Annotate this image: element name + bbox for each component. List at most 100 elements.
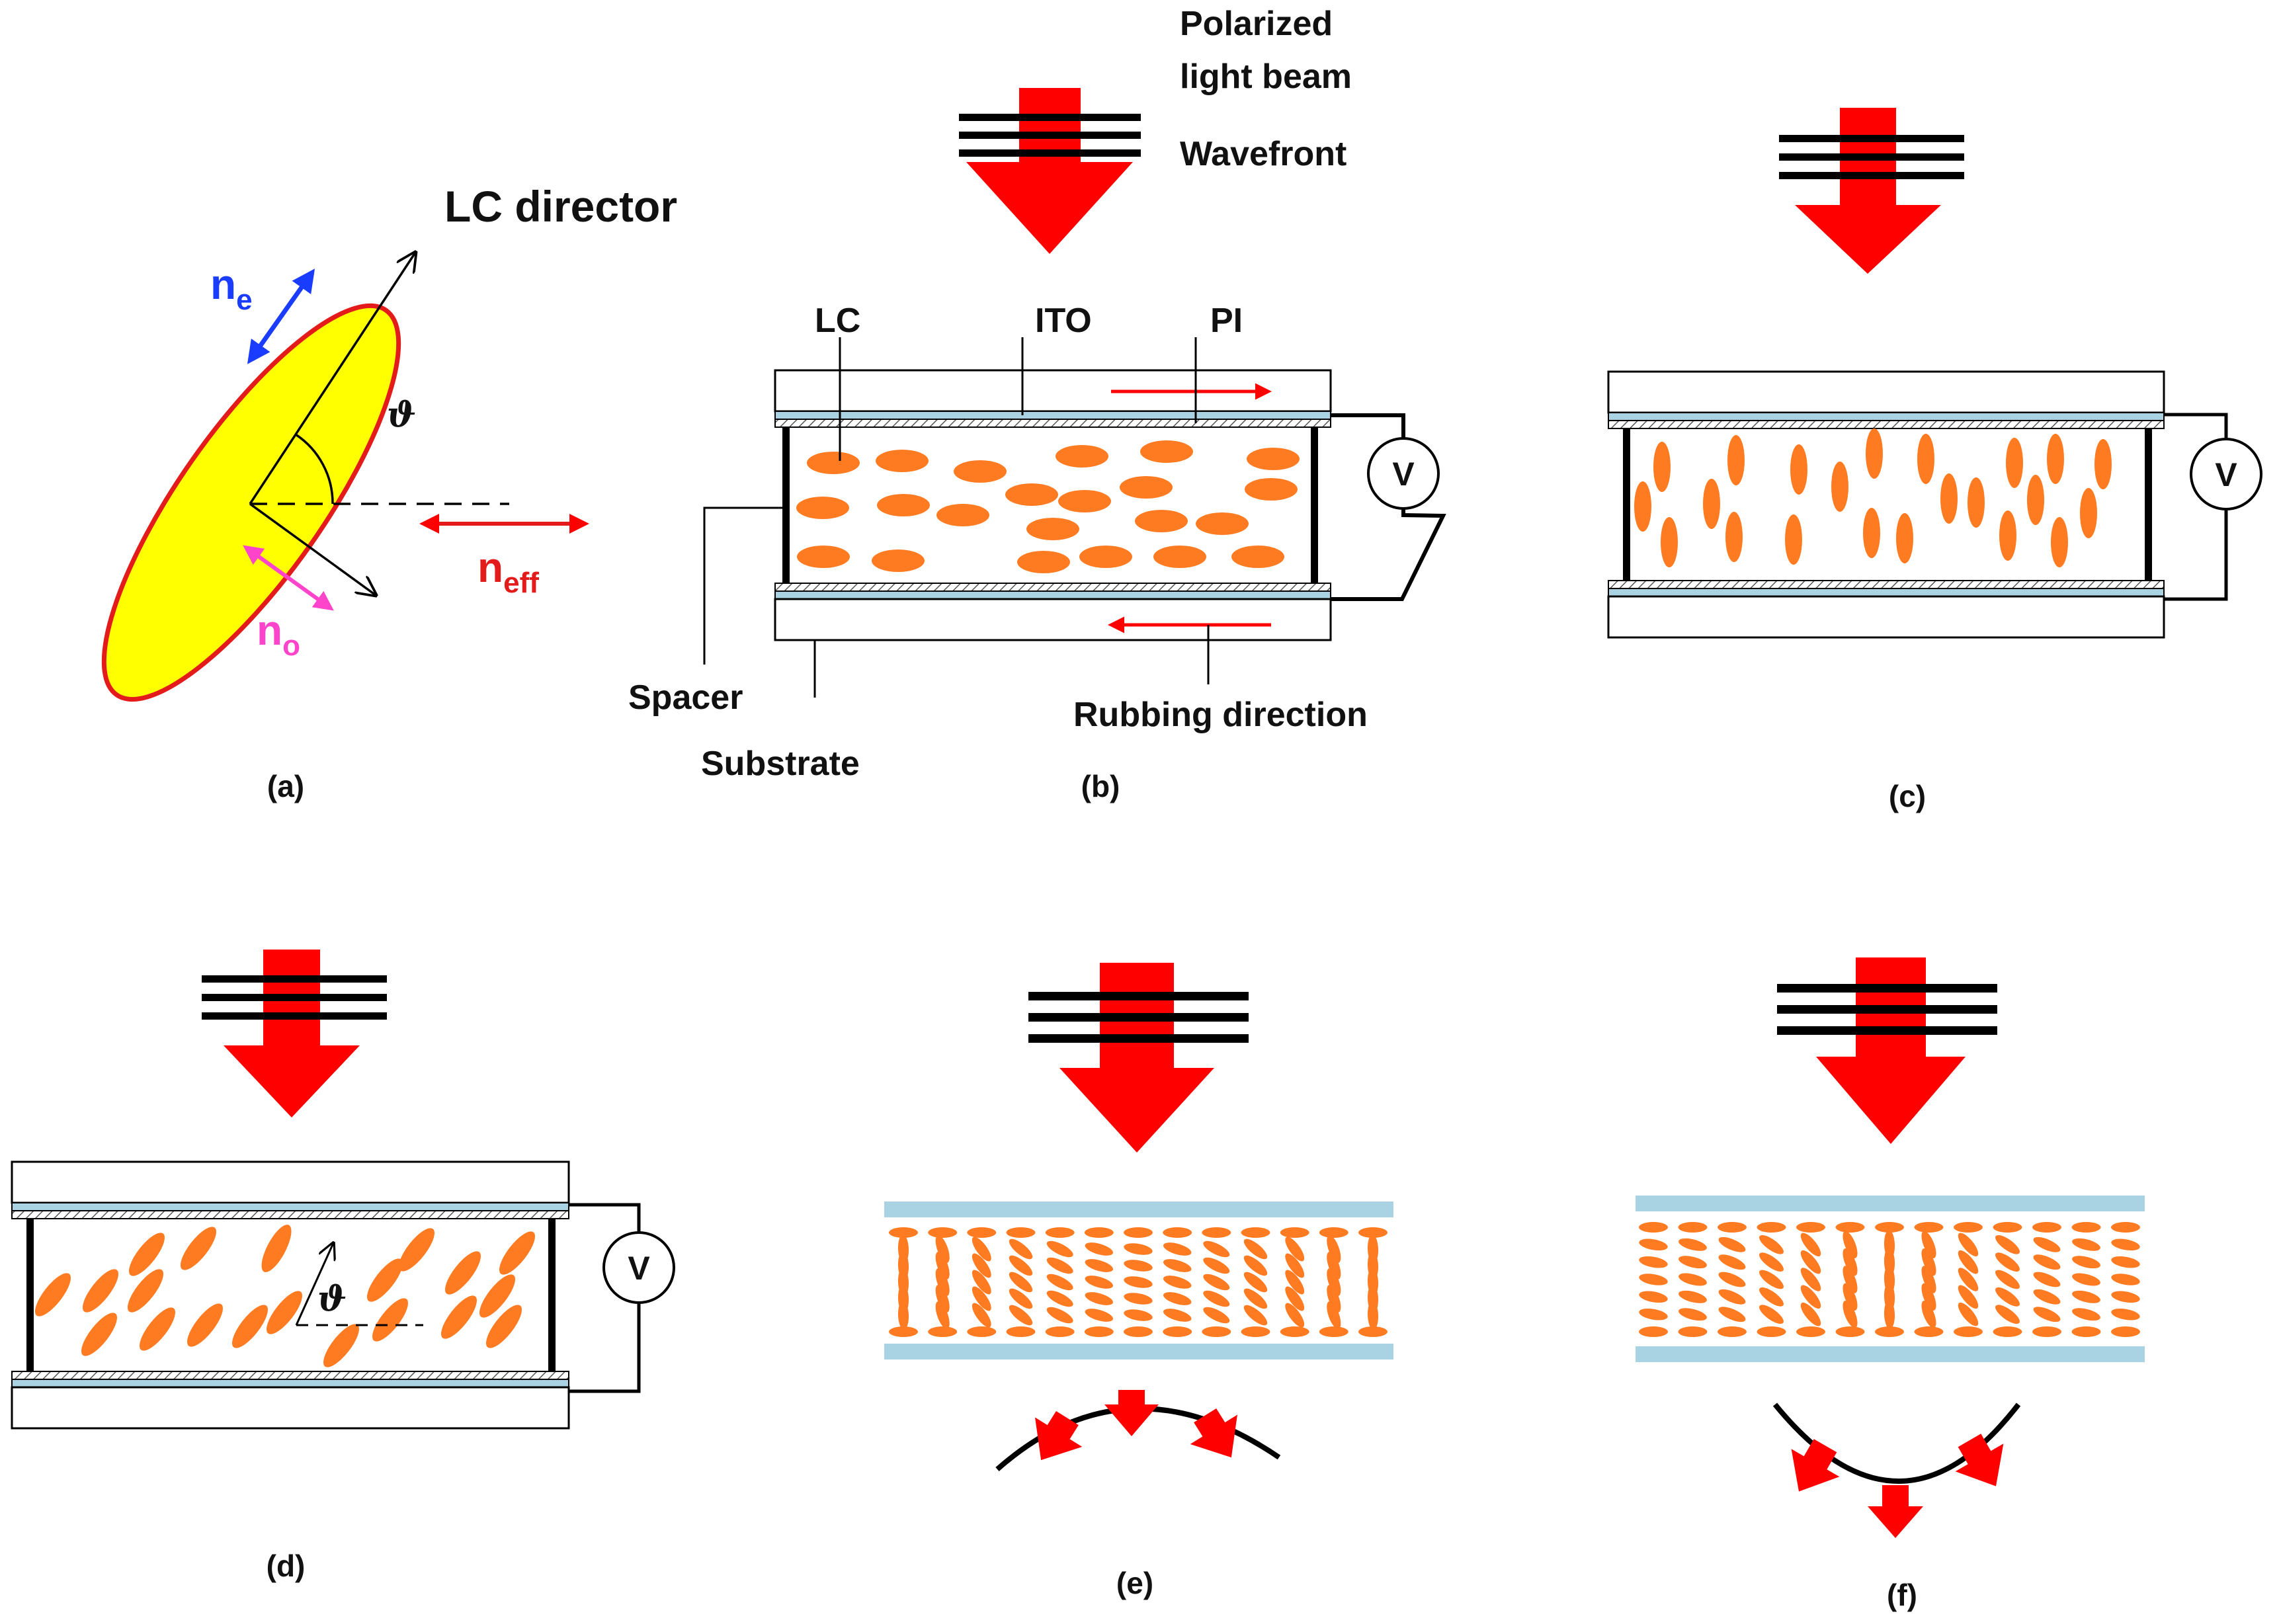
light-beam-arrow-icon: [1795, 108, 1941, 274]
lc-molecule: [1243, 1238, 1268, 1260]
lc-molecule: [1678, 1222, 1708, 1233]
lc-molecule: [1009, 1238, 1033, 1260]
lc-molecule: [1958, 1302, 1979, 1326]
lc-molecule: [1285, 1286, 1305, 1311]
lc-molecule: [1202, 1227, 1231, 1238]
lc-molecule: [1759, 1305, 1784, 1324]
lc-molecule: [1006, 1227, 1036, 1238]
lc-molecule: [1835, 1222, 1865, 1233]
lc-label: LC: [815, 302, 860, 340]
lc-molecule: [1046, 1307, 1073, 1324]
lc-molecule: [1241, 1326, 1270, 1337]
lc-molecule: [1639, 1274, 1668, 1285]
lc-molecule: [2111, 1291, 2140, 1303]
lc-molecule: [1241, 1227, 1270, 1238]
lc-molecule: [1759, 1235, 1784, 1254]
lc-molecule: [1046, 1290, 1073, 1307]
lc-molecule: [1954, 1326, 1983, 1337]
light-beam-arrow-icon: [966, 88, 1133, 254]
wavefront-lines-icon: [202, 975, 387, 1020]
lc-molecule: [1718, 1272, 1746, 1287]
lc-molecule: [1084, 1326, 1114, 1337]
panel-e: (e): [884, 963, 1393, 1600]
lc-molecule: [1009, 1288, 1033, 1309]
lc-molecule: [1958, 1285, 1979, 1309]
panel-a: ϑ ne no neff LC director (a): [101, 182, 677, 803]
svg-text:V: V: [628, 1250, 650, 1287]
lc-molecule: [1203, 1240, 1230, 1258]
lc-molecule: [897, 1301, 909, 1330]
lc-molecule: [972, 1286, 991, 1311]
lc-molecule: [1327, 1285, 1341, 1313]
lc-molecule: [1995, 1270, 2020, 1289]
lc-molecule: [1327, 1252, 1341, 1279]
lc-molecule: [1796, 1222, 1825, 1233]
lc-molecule: [2033, 1237, 2061, 1252]
lc-molecule: [889, 1326, 918, 1337]
lc-molecule: [2033, 1307, 2061, 1322]
lc-molecule: [1875, 1326, 1904, 1337]
rubbing-direction-label: Rubbing direction: [1073, 696, 1368, 734]
lc-molecule: [1163, 1259, 1192, 1272]
lc-molecule: [1358, 1326, 1388, 1337]
lc-molecule: [1163, 1326, 1192, 1337]
lc-molecule: [1759, 1287, 1784, 1307]
lc-molecule: [1319, 1227, 1348, 1238]
lc-molecule: [1319, 1326, 1348, 1337]
lc-cell-b: [774, 369, 1332, 641]
theta-label: ϑ: [317, 1279, 347, 1319]
theta-angle-arc: [295, 433, 334, 505]
lc-molecule: [1327, 1268, 1341, 1296]
lc-molecule: [2111, 1274, 2140, 1285]
lc-molecule: [2111, 1326, 2140, 1337]
spacer-label: Spacer: [628, 678, 743, 717]
lc-molecule: [1124, 1260, 1153, 1272]
lc-molecule: [967, 1326, 997, 1337]
lc-molecule: [1203, 1290, 1230, 1307]
lc-molecule: [1285, 1303, 1305, 1328]
lc-molecule: [1958, 1250, 1979, 1274]
lc-cell-d: ϑ: [11, 1160, 570, 1430]
panel-label-e: (e): [1116, 1566, 1153, 1600]
lc-molecule: [1124, 1309, 1153, 1321]
panel-c: V (c): [1607, 108, 2262, 813]
lc-molecule: [1639, 1238, 1668, 1251]
no-label: no: [257, 606, 300, 662]
lc-molecule: [1163, 1309, 1192, 1322]
lc-molecule: [1085, 1242, 1114, 1256]
lc-molecule: [1995, 1252, 2020, 1272]
top-ito-plate: [1636, 1196, 2145, 1211]
lc-molecule: [1163, 1276, 1192, 1289]
panel-label-f: (f): [1887, 1578, 1917, 1612]
lc-molecule: [1884, 1299, 1895, 1329]
lc-molecule: [2111, 1238, 2140, 1251]
lc-molecule: [928, 1227, 958, 1238]
lc-molecule: [1678, 1238, 1707, 1251]
panel-label-b: (b): [1081, 769, 1120, 803]
ito-label: ITO: [1035, 302, 1092, 340]
lc-molecule: [1085, 1292, 1114, 1305]
lc-molecule: [1759, 1270, 1784, 1289]
lc-molecule: [1995, 1287, 2020, 1307]
top-ito-plate: [884, 1201, 1393, 1217]
lc-molecule: [1243, 1255, 1268, 1276]
lc-molecule: [972, 1270, 991, 1295]
lc-molecule: [1718, 1326, 1747, 1337]
panel-f: (f): [1636, 957, 2145, 1612]
lc-molecule: [1678, 1256, 1707, 1269]
panel-label-c: (c): [1889, 779, 1926, 813]
lc-molecule: [1006, 1326, 1036, 1337]
lc-molecule: [972, 1253, 991, 1278]
lc-molecule: [1678, 1326, 1708, 1337]
lc-molecule: [2071, 1222, 2101, 1233]
ne-arrow: [247, 268, 315, 364]
lc-molecule: [1843, 1266, 1858, 1293]
lc-molecule: [1678, 1290, 1707, 1303]
lc-molecule: [1800, 1268, 1821, 1291]
lc-molecule: [1718, 1237, 1746, 1252]
lc-molecule: [1639, 1291, 1668, 1303]
lc-molecules-homeotropic: [1634, 428, 2112, 567]
panel-d: ϑ V (d): [11, 950, 675, 1583]
pi-label: PI: [1210, 302, 1243, 340]
wavefront-lines-icon: [1028, 992, 1249, 1043]
